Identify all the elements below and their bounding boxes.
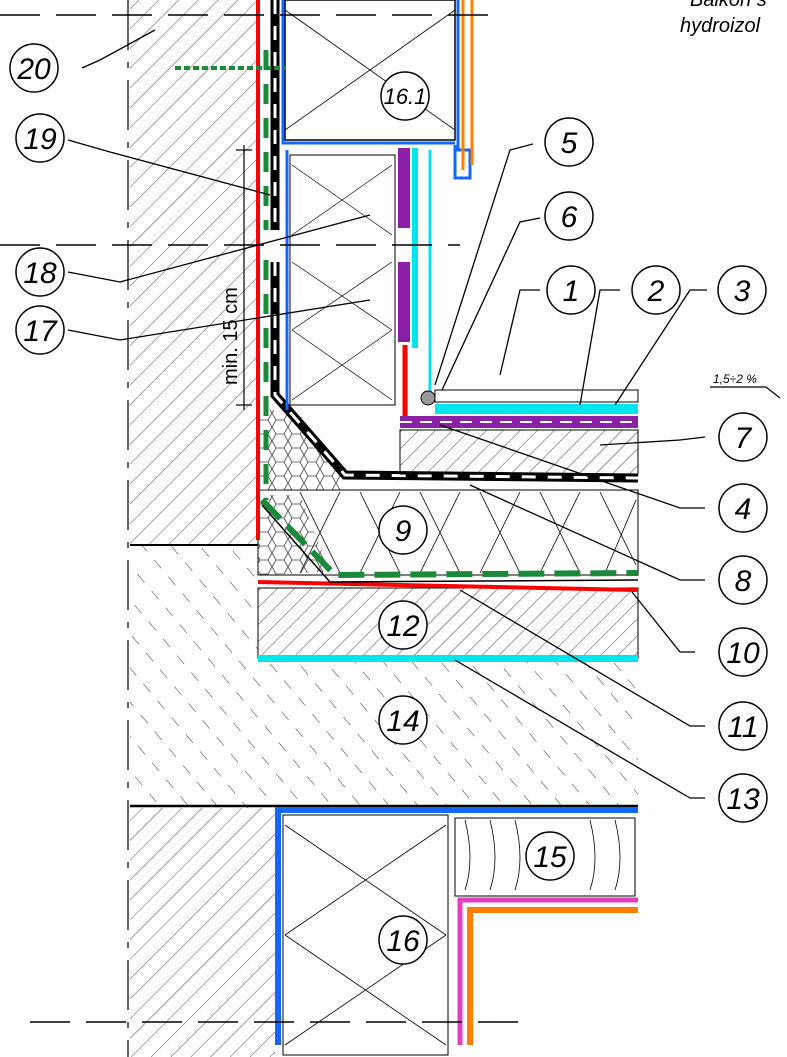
svg-text:17: 17 (23, 315, 58, 348)
callout-2: 2 (631, 265, 681, 315)
callout-18: 18 (15, 247, 65, 297)
callout-17: 17 (15, 305, 65, 355)
callout-8: 8 (718, 555, 768, 605)
break-lines (0, 14, 520, 1023)
magenta-layer (457, 897, 638, 1045)
cyan-vertical (412, 148, 418, 348)
wall-masonry-lower (130, 808, 275, 1057)
callout-19: 19 (15, 113, 65, 163)
svg-text:10: 10 (726, 637, 760, 670)
svg-text:6: 6 (561, 201, 578, 234)
svg-text:3: 3 (734, 275, 751, 308)
svg-text:5: 5 (561, 127, 578, 160)
svg-text:16.1: 16.1 (384, 84, 427, 109)
callout-9: 9 (378, 505, 428, 555)
concrete-slab-14 (130, 545, 638, 808)
svg-text:9: 9 (395, 515, 412, 548)
svg-text:13: 13 (726, 783, 760, 816)
callout-10: 10 (718, 627, 768, 677)
svg-text:8: 8 (735, 565, 752, 598)
callout-16: 16 (378, 915, 428, 965)
callout-15: 15 (525, 831, 575, 881)
title-line-1: Balkon s (690, 0, 767, 11)
svg-text:7: 7 (735, 422, 753, 455)
svg-text:2: 2 (647, 275, 665, 308)
callout-14: 14 (378, 695, 428, 745)
callout-1: 1 (546, 265, 596, 315)
callout-5: 5 (544, 117, 594, 167)
gravel-fill (258, 410, 345, 490)
waterproofing-line-10 (256, 0, 639, 592)
svg-text:15: 15 (533, 841, 567, 874)
svg-text:4: 4 (735, 493, 752, 526)
svg-text:1: 1 (563, 275, 580, 308)
svg-text:12: 12 (386, 610, 420, 643)
svg-text:14: 14 (386, 705, 419, 738)
separation-layer-13 (258, 655, 638, 662)
callout-13: 13 (718, 773, 768, 823)
membrane-11 (259, 497, 639, 579)
svg-text:18: 18 (23, 257, 57, 290)
callout-11: 11 (718, 701, 768, 751)
screed-layer-12 (257, 587, 639, 659)
orange-layer (467, 907, 638, 1045)
wall-masonry-upper (130, 0, 257, 545)
blue-frame-lower (275, 807, 638, 1045)
title-line-2: hydroizol (680, 15, 761, 37)
dimension-min-height (236, 145, 252, 410)
callout-12: 12 (378, 600, 428, 650)
adhesive-2 (435, 404, 638, 414)
membrane-3 (400, 416, 638, 428)
sealant-cord-5 (420, 390, 436, 406)
dimension-text: min. 15 cm (220, 287, 242, 385)
purple-layer (398, 148, 410, 228)
leader-lines (67, 29, 707, 799)
callout-4: 4 (718, 483, 768, 533)
callout-3: 3 (717, 265, 767, 315)
svg-text:19: 19 (23, 123, 57, 156)
slope-arrow (710, 386, 781, 399)
callout-20: 20 (9, 43, 59, 93)
svg-text:20: 20 (16, 53, 51, 86)
callout-7: 7 (718, 412, 768, 462)
insulation-column (289, 154, 396, 406)
callout-16-1: 16.1 (380, 71, 430, 121)
slope-text: 1,5÷2 % (713, 372, 757, 386)
svg-text:16: 16 (386, 925, 420, 958)
blue-frame-upper (281, 0, 455, 145)
svg-text:11: 11 (727, 711, 758, 744)
callout-6: 6 (544, 191, 594, 241)
tile-layer-1 (434, 389, 639, 403)
